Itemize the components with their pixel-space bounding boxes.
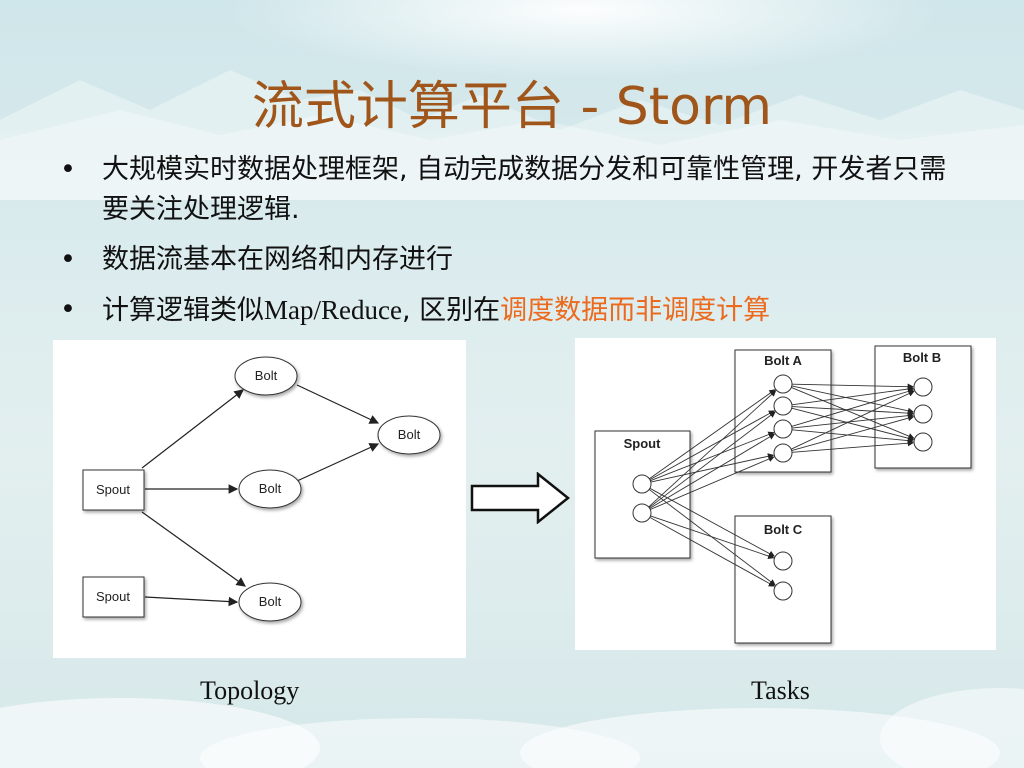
edge: [296, 384, 380, 424]
bolt-node: [234, 356, 298, 396]
spout-node: [82, 469, 145, 511]
task-edge: [649, 516, 776, 587]
spout-task-box: [594, 430, 691, 559]
slide-title: 流式计算平台 - Storm: [251, 77, 773, 137]
bolt-a-task: [773, 419, 793, 439]
spout-task: [632, 474, 652, 494]
bolt-node: [238, 469, 302, 509]
background-clouds: [0, 688, 1024, 768]
topology-diagram: Spout Spout Bolt Bolt Bolt Bolt: [53, 340, 466, 658]
bullet-dot: •: [60, 244, 76, 275]
edge: [296, 443, 380, 482]
bolt-c-task: [773, 581, 793, 601]
edge: [141, 511, 246, 587]
task-edge: [649, 389, 776, 480]
task-edge: [790, 390, 915, 450]
task-edge: [649, 433, 776, 509]
task-edge: [649, 487, 776, 557]
task-edge: [650, 431, 775, 482]
bullet-dot: •: [60, 154, 76, 185]
bolt-a-task: [773, 443, 793, 463]
bullet-text-part: 计算逻辑类似: [102, 295, 264, 326]
task-edge: [650, 456, 775, 510]
spout-label: Spout: [96, 482, 130, 497]
spout-label: Spout: [96, 589, 130, 604]
bolt-label: Bolt: [398, 427, 421, 442]
bolt-c-task-box: [734, 515, 832, 644]
bullet-item: • 数据流基本在网络和内存进行: [60, 240, 960, 280]
bolt-node: [238, 582, 302, 622]
spout-task: [632, 503, 652, 523]
bullet-item: • 大规模实时数据处理框架, 自动完成数据分发和可靠性管理, 开发者只需要关注处…: [60, 150, 960, 230]
bolt-b-task: [913, 404, 933, 424]
task-edge: [791, 429, 914, 444]
bolt-label: Bolt: [255, 368, 278, 383]
right-arrow-icon: [470, 472, 571, 524]
bullet-list: • 大规模实时数据处理框架, 自动完成数据分发和可靠性管理, 开发者只需要关注处…: [60, 150, 960, 341]
tasks-diagram: Spout Bolt A Bolt B Bolt C: [575, 338, 996, 650]
task-edge: [791, 412, 914, 429]
task-edges: [648, 383, 915, 587]
bullet-dot: •: [60, 294, 76, 325]
spout-task-title: Spout: [624, 436, 661, 451]
bolt-c-task: [773, 551, 793, 571]
bullet-text-part: Map/Reduce: [264, 295, 402, 325]
task-edge: [791, 440, 914, 453]
bolt-a-task: [773, 396, 793, 416]
bolt-c-task-title: Bolt C: [764, 522, 803, 537]
task-edge: [791, 383, 914, 390]
bolt-label: Bolt: [259, 481, 282, 496]
edge: [144, 596, 239, 607]
bullet-item: • 计算逻辑类似Map/Reduce, 区别在调度数据而非调度计算: [60, 290, 960, 331]
task-edge: [648, 390, 777, 508]
task-edge: [649, 410, 776, 481]
task-edge: [791, 385, 914, 406]
bolt-a-task-title: Bolt A: [764, 353, 802, 368]
topology-svg: Spout Spout Bolt Bolt Bolt Bolt: [82, 356, 441, 622]
task-edge: [791, 406, 914, 417]
tasks-svg: Spout Bolt A Bolt B Bolt C: [594, 345, 972, 644]
topology-caption: Topology: [200, 676, 300, 705]
task-edge: [791, 407, 915, 442]
edge: [141, 389, 244, 469]
bolt-b-task: [913, 432, 933, 452]
bullet-text: 大规模实时数据处理框架, 自动完成数据分发和可靠性管理, 开发者只需要关注处理逻…: [102, 154, 947, 225]
task-edge: [791, 388, 915, 427]
task-edge: [791, 385, 915, 414]
task-edge: [791, 387, 915, 440]
bolt-a-task: [773, 374, 793, 394]
bolt-b-task: [913, 377, 933, 397]
task-edge: [648, 411, 776, 508]
bullet-highlight-text: 调度数据而非调度计算: [500, 295, 771, 326]
bullet-text: 数据流基本在网络和内存进行: [102, 244, 453, 275]
spout-node: [82, 576, 145, 618]
task-edge: [791, 415, 915, 452]
bolt-b-task-title: Bolt B: [903, 350, 941, 365]
bullet-text-part: , 区别在: [401, 295, 501, 326]
task-edge: [650, 515, 775, 560]
bullet-text: 计算逻辑类似Map/Reduce, 区别在调度数据而非调度计算: [102, 290, 960, 331]
background-mountains: [0, 0, 1024, 200]
task-edge: [650, 453, 775, 483]
bolt-node: [377, 415, 441, 455]
tasks-caption: Tasks: [751, 676, 810, 705]
bolt-label: Bolt: [259, 594, 282, 609]
task-nodes: [632, 374, 933, 601]
